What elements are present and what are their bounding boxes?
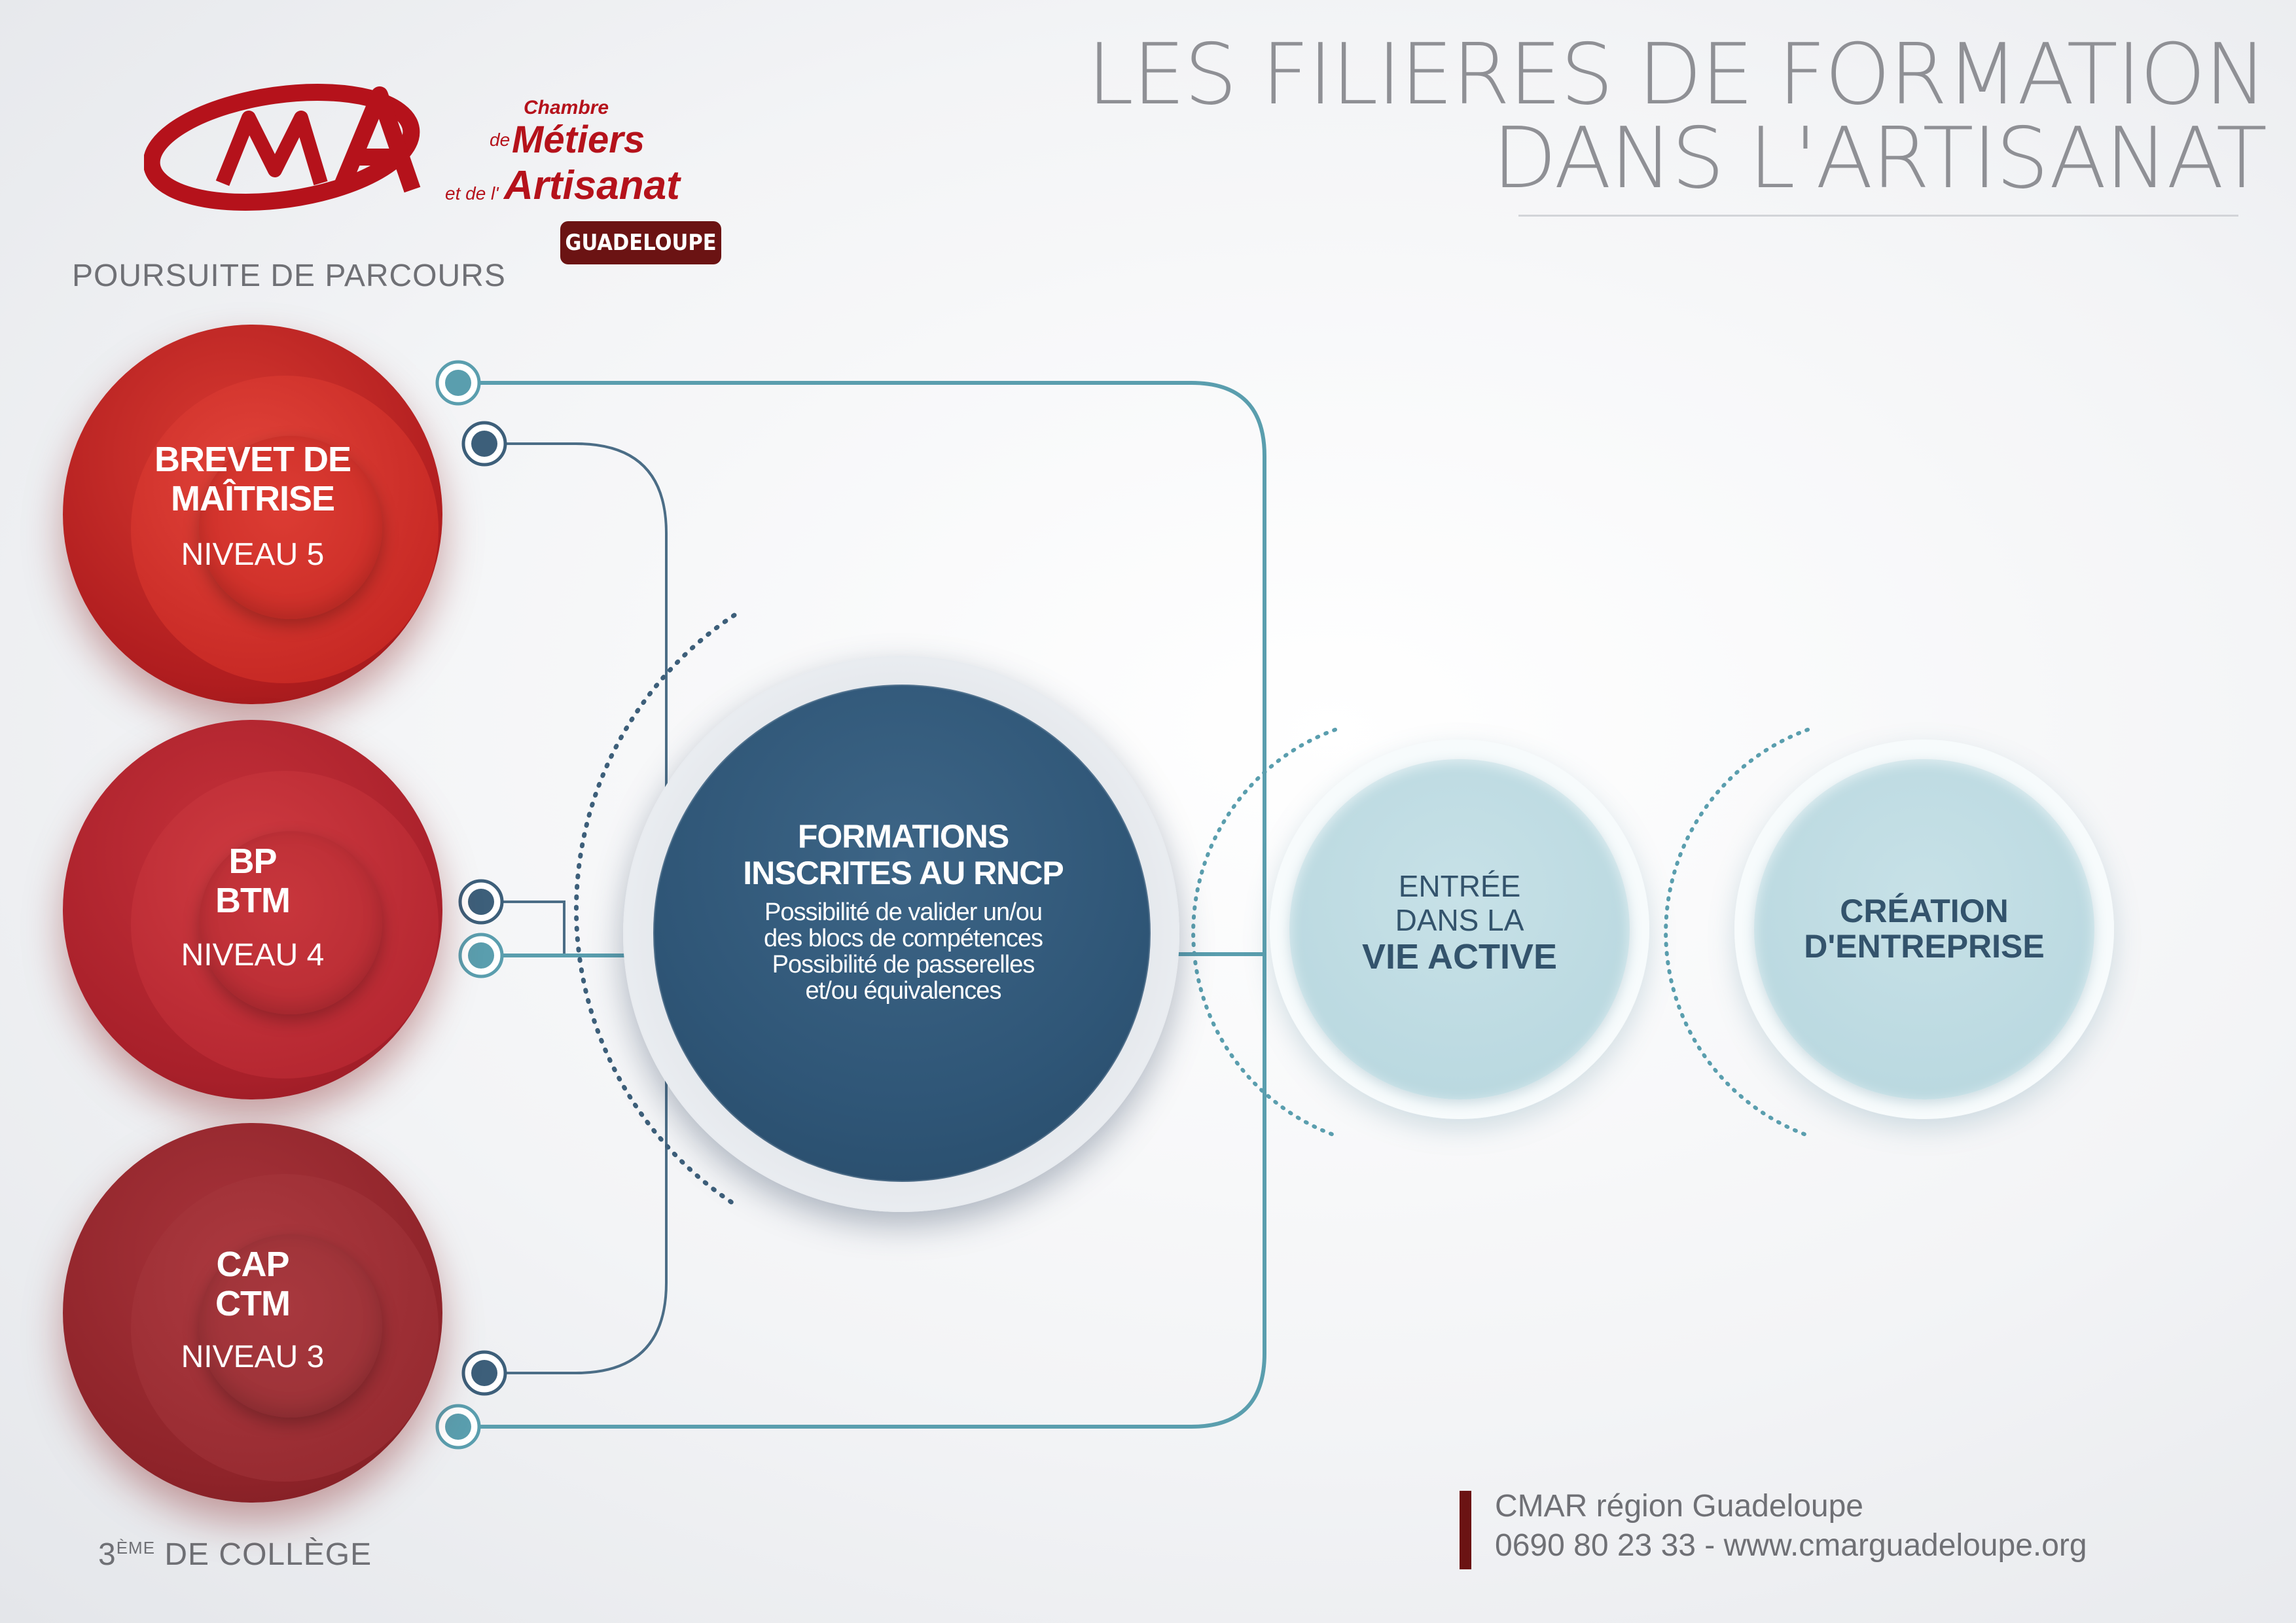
center-title-line2: INSCRITES AU RNCP bbox=[743, 855, 1064, 891]
node-bottom-teal bbox=[435, 1404, 481, 1450]
bottom-label-num: 3 bbox=[98, 1537, 117, 1572]
cma-logo-mark-icon bbox=[144, 84, 421, 211]
level-5-core bbox=[199, 436, 382, 619]
title-line-2: DANS L'ARTISANAT bbox=[1492, 110, 2267, 207]
level-5-level: NIVEAU 5 bbox=[181, 537, 325, 572]
logo-de: de bbox=[490, 130, 511, 150]
logo-artisanat: Artisanat bbox=[504, 163, 680, 208]
center-circle bbox=[653, 685, 1151, 1182]
footer-contact: 0690 80 23 33 - www.cmarguadeloupe.org bbox=[1495, 1528, 2087, 1563]
bp-connector-line bbox=[484, 901, 565, 955]
logo-region-badge: GUADELOUPE bbox=[560, 221, 721, 264]
level-circle-5: BREVET DE MAÎTRISE NIVEAU 5 bbox=[63, 325, 442, 704]
logo-metiers: Métiers bbox=[512, 118, 645, 161]
dotted-arc-active bbox=[1191, 728, 1337, 1137]
node-top-teal bbox=[435, 360, 481, 406]
outer-connector-line bbox=[458, 381, 1266, 1429]
level-4-core bbox=[199, 831, 382, 1014]
footer-org: CMAR région Guadeloupe bbox=[1495, 1489, 1863, 1524]
vie-active-line1: ENTRÉE bbox=[1398, 869, 1521, 903]
creation-line1: CRÉATION bbox=[1840, 893, 2009, 929]
center-title-line1: FORMATIONS bbox=[797, 818, 1009, 855]
node-mid-teal bbox=[458, 933, 504, 978]
dotted-arc-creation bbox=[1664, 728, 1810, 1137]
creation-circle bbox=[1754, 759, 2094, 1099]
top-label: POURSUITE DE PARCOURS bbox=[72, 259, 506, 293]
level-3-core bbox=[199, 1234, 382, 1418]
node-mid-slate bbox=[458, 879, 504, 925]
node-bottom-slate bbox=[461, 1350, 507, 1396]
logo-et-de-l: et de l' bbox=[445, 183, 499, 204]
vie-active-circle bbox=[1289, 759, 1630, 1099]
dotted-arc-left bbox=[574, 613, 737, 1207]
title-line-1: LES FILIERES DE FORMATION bbox=[1086, 26, 2267, 124]
level-5-line2: MAÎTRISE bbox=[170, 479, 335, 518]
level-4-line1: BP bbox=[228, 842, 277, 881]
center-body-line2: des blocs de compétences bbox=[764, 925, 1043, 952]
center-body-line3: Possibilité de passerelles bbox=[772, 951, 1035, 978]
node-top-slate bbox=[461, 421, 507, 467]
vie-active-line2: DANS LA bbox=[1395, 903, 1524, 937]
center-body-line4: et/ou équivalences bbox=[805, 977, 1002, 1005]
title-divider bbox=[1518, 215, 2238, 217]
vie-active-line3: VIE ACTIVE bbox=[1361, 937, 1558, 976]
bottom-label-rest: DE COLLÈGE bbox=[155, 1537, 372, 1572]
level-4-line2: BTM bbox=[215, 881, 291, 920]
creation-line2: D'ENTREPRISE bbox=[1804, 928, 2045, 965]
level-circle-3: CAP CTM NIVEAU 3 bbox=[63, 1123, 442, 1503]
level-3-line2: CTM bbox=[215, 1284, 291, 1323]
level-4-level: NIVEAU 4 bbox=[181, 938, 325, 972]
bottom-label: 3ÈME DE COLLÈGE bbox=[98, 1537, 372, 1573]
level-3-line1: CAP bbox=[216, 1245, 289, 1284]
center-body-line1: Possibilité de valider un/ou bbox=[764, 899, 1043, 926]
level-5-line1: BREVET DE bbox=[154, 440, 351, 479]
bottom-label-sup: ÈME bbox=[116, 1538, 156, 1558]
logo-chambre: Chambre bbox=[524, 97, 609, 118]
level-3-level: NIVEAU 3 bbox=[181, 1340, 325, 1374]
cma-logo: Chambre de Métiers et de l' Artisanat GU… bbox=[144, 79, 746, 275]
level-circle-4: BP BTM NIVEAU 4 bbox=[63, 720, 442, 1099]
footer-accent-bar bbox=[1460, 1491, 1471, 1569]
